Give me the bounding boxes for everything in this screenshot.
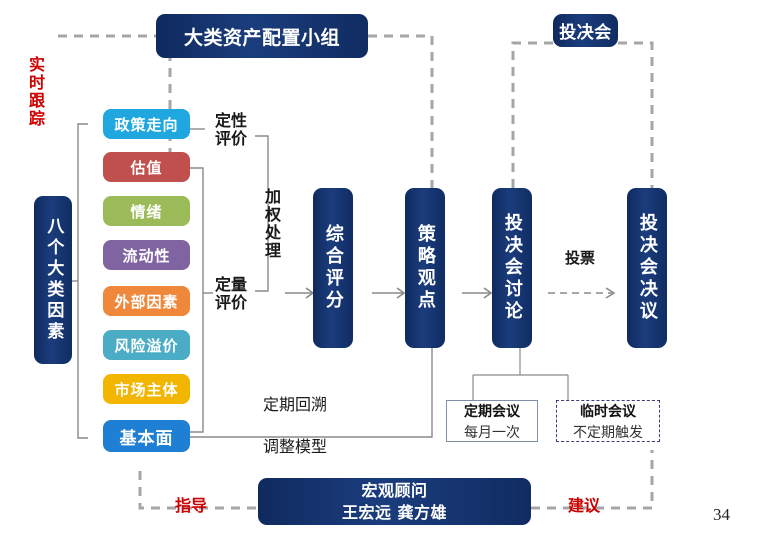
factor-label: 外部因素 [114,292,179,311]
bracket-eight-factors [77,123,88,439]
committee-discussion-box[interactable]: 投决会讨论 [492,188,532,348]
factor-chip-risk-premium[interactable]: 风险溢价 [103,330,190,360]
macro-advisor-names: 王宏远 龚方雄 [341,502,448,522]
weighting-label: 加权处理 [262,188,281,260]
bracket-quantitative [190,167,204,433]
guidance-label: 指导 [174,496,207,515]
factor-chip-external[interactable]: 外部因素 [103,286,190,316]
composite-score-box[interactable]: 综合评分 [313,188,353,348]
realtime-tracking-label: 实时跟踪 [26,56,45,128]
dashed-allocation-to-strategy [368,34,434,188]
regular-meeting-title: 定期会议 [464,403,520,420]
strategy-view-box[interactable]: 策略观点 [405,188,445,348]
page-number: 34 [713,505,730,524]
factor-chip-policy[interactable]: 政策走向 [103,109,190,139]
macro-advisor-title: 宏观顾问 [361,480,428,500]
factor-chip-market-participants[interactable]: 市场主体 [103,374,190,404]
dashed-committee-to-resolution [618,41,654,188]
eight-factors-box[interactable]: 八个大类因素 [34,196,72,364]
ad-hoc-meeting-subtitle: 不定期触发 [573,424,643,441]
factor-chip-valuation[interactable]: 估值 [103,152,190,182]
eight-factors-label: 八个大类因素 [43,217,64,343]
factor-label: 流动性 [122,246,171,265]
factor-label: 估值 [130,158,163,177]
investment-committee-label: 投决会 [559,23,612,43]
allocation-group-label: 大类资产配置小组 [183,26,340,49]
factor-chip-liquidity[interactable]: 流动性 [103,240,190,270]
regular-meeting-card[interactable]: 定期会议 每月一次 [446,400,538,442]
periodic-review-label: 定期回溯 [262,395,327,414]
allocation-group-box[interactable]: 大类资产配置小组 [156,14,368,58]
factor-label: 基本面 [119,428,174,449]
ad-hoc-meeting-title: 临时会议 [580,403,636,420]
macro-advisor-box[interactable]: 宏观顾问 王宏远 龚方雄 [258,478,531,525]
quantitative-evaluation-label: 定量 评价 [214,275,247,313]
meetings-bracket [472,348,569,400]
suggestion-label: 建议 [567,496,600,515]
committee-resolution-label: 投决会决议 [636,213,658,323]
factor-chip-sentiment[interactable]: 情绪 [103,196,190,226]
vote-arrow [548,287,616,299]
factor-label: 风险溢价 [114,336,179,355]
factor-label: 政策走向 [114,115,179,134]
factor-chip-fundamentals[interactable]: 基本面 [103,420,190,452]
factor-label: 市场主体 [114,380,179,399]
committee-resolution-box[interactable]: 投决会决议 [627,188,667,348]
dashed-committee-to-discussion [511,41,553,188]
adjust-model-label: 调整模型 [262,437,327,456]
committee-discussion-label: 投决会讨论 [501,213,523,323]
vote-label: 投票 [564,249,595,267]
strategy-view-label: 策略观点 [414,224,436,312]
ad-hoc-meeting-card[interactable]: 临时会议 不定期触发 [556,400,660,442]
investment-committee-box[interactable]: 投决会 [553,14,618,47]
factor-label: 情绪 [130,202,163,221]
qualitative-evaluation-label: 定性 评价 [214,111,247,149]
composite-score-label: 综合评分 [322,224,344,312]
regular-meeting-subtitle: 每月一次 [464,424,520,441]
